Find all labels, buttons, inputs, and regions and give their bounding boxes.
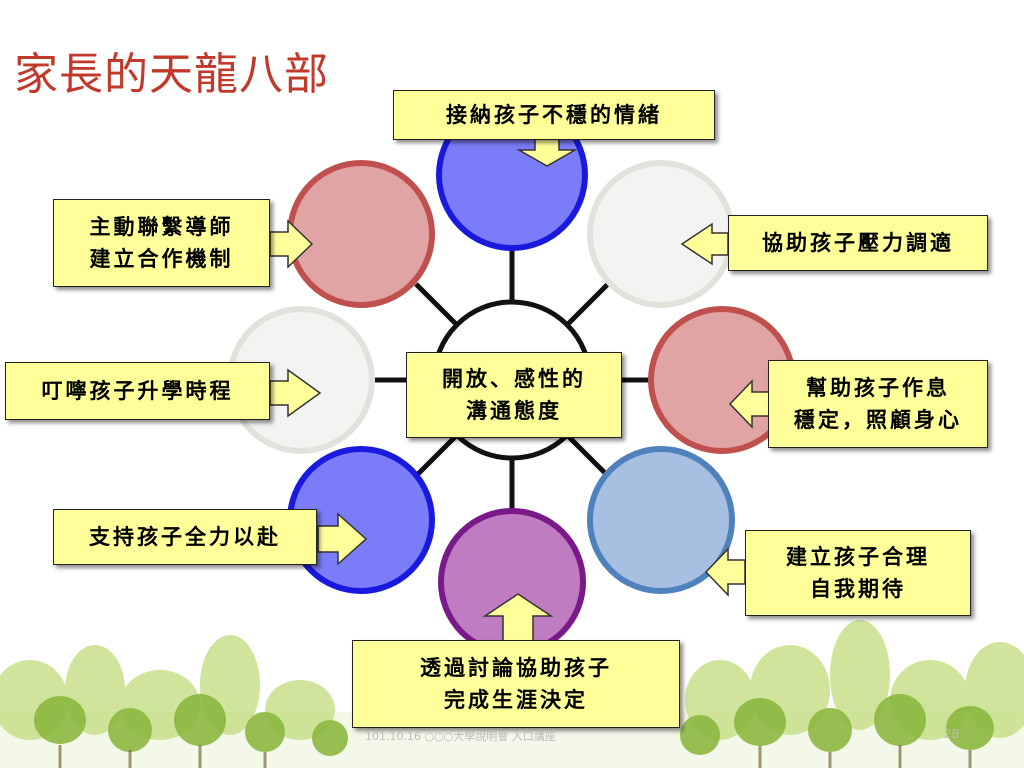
- label-bottom-left-line1: 支持孩子全力以赴: [89, 525, 281, 549]
- center-label-line2: 溝通態度: [466, 399, 562, 423]
- arrow-bottom-right-left: [704, 547, 746, 597]
- arrows: [269, 136, 771, 643]
- label-bottom-left: 支持孩子全力以赴: [53, 509, 317, 565]
- page-number: 28: [944, 727, 960, 741]
- label-top: 接納孩子不穩的情緒: [393, 90, 715, 140]
- label-bottom: 透過討論協助孩子 完成生涯決定: [352, 640, 680, 728]
- arrow-bottom-left-right: [317, 512, 368, 566]
- label-right-line2: 穩定，照顧身心: [794, 408, 962, 432]
- center-label-box: 開放、感性的 溝通態度: [406, 352, 622, 438]
- label-top-left: 主動聯繫導師 建立合作機制: [53, 199, 270, 287]
- arrow-right-left: [728, 379, 771, 429]
- circle-top-left: [287, 160, 435, 308]
- label-top-left-line2: 建立合作機制: [89, 247, 234, 271]
- label-bottom-right-line2: 自我期待: [810, 577, 906, 601]
- label-bottom-line2: 完成生涯決定: [444, 688, 588, 712]
- trees-decoration: [0, 620, 1024, 768]
- slide-title: 家長的天龍八部: [14, 49, 329, 100]
- label-top-right: 協助孩子壓力調適: [728, 215, 988, 271]
- footer-text: 101.10.16 ○○○大學說明會 入口講座: [365, 730, 556, 743]
- label-top-line1: 接納孩子不穩的情緒: [446, 103, 662, 127]
- label-top-left-line1: 主動聯繫導師: [89, 215, 234, 239]
- arrow-top-right-left: [680, 222, 729, 266]
- label-top-right-line1: 協助孩子壓力調適: [762, 231, 954, 255]
- label-bottom-right: 建立孩子合理 自我期待: [745, 530, 971, 616]
- label-bottom-right-line1: 建立孩子合理: [786, 545, 930, 569]
- label-right-line1: 幫助孩子作息: [806, 376, 950, 400]
- label-bottom-line1: 透過討論協助孩子: [420, 656, 612, 680]
- arrow-bottom-up: [482, 593, 554, 643]
- arrow-top-left-right: [269, 219, 314, 269]
- arrow-left-right: [269, 368, 322, 418]
- center-label-line1: 開放、感性的: [442, 367, 586, 391]
- label-left: 叮嚀孩子升學時程: [5, 362, 270, 420]
- label-left-line1: 叮嚀孩子升學時程: [41, 379, 234, 403]
- circle-bottom-right: [587, 446, 735, 594]
- label-right: 幫助孩子作息 穩定，照顧身心: [768, 360, 988, 448]
